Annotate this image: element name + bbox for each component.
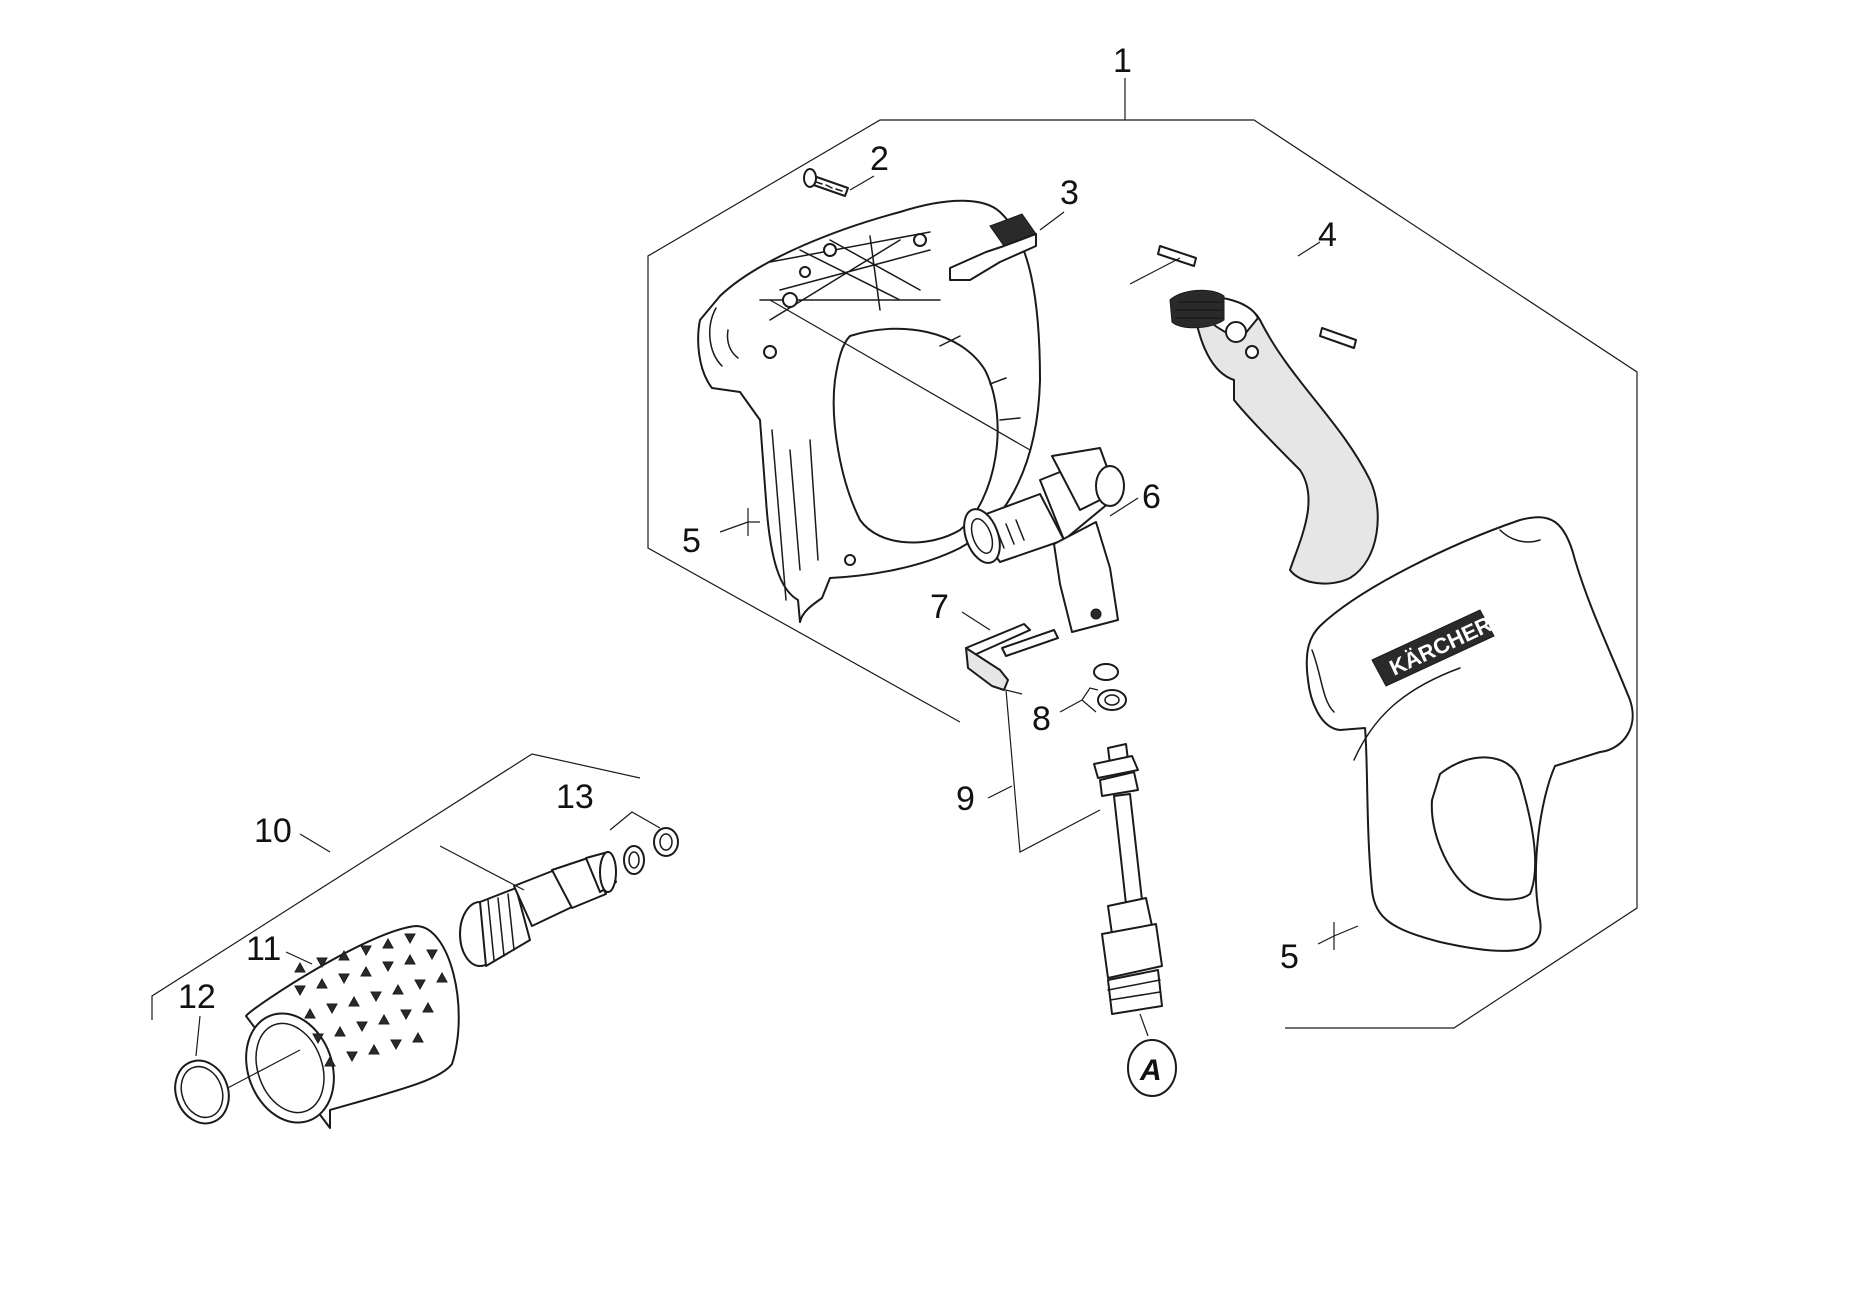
perforation-hole [294, 961, 306, 973]
connector-a-label: A [1139, 1054, 1162, 1087]
perforation-hole [390, 1039, 402, 1051]
perforation-hole [312, 1033, 324, 1045]
callout-8: 8 [1032, 700, 1051, 738]
part-perforated-sleeve [245, 925, 460, 1129]
perforation-hole [316, 977, 328, 989]
callout-6: 6 [1142, 478, 1161, 516]
bracket-13 [609, 811, 661, 831]
part-clip [965, 623, 1059, 691]
perforation-hole [382, 937, 394, 949]
part-nozzle-body [459, 851, 617, 967]
callout-5a: 5 [682, 522, 701, 560]
part-screw [803, 168, 849, 197]
leader-3 [1039, 211, 1065, 231]
callout-3: 3 [1060, 174, 1079, 212]
perforation-hole [436, 971, 448, 983]
perforation-hole [370, 991, 382, 1003]
perforation-hole [346, 1051, 358, 1063]
perforation-hole [356, 1021, 368, 1033]
part-housing-right-half: KÄRCHER [1305, 516, 1634, 952]
leader-10-body [439, 845, 525, 891]
perforation-hole [304, 1007, 316, 1019]
perforation-hole [294, 985, 306, 997]
callout-13: 13 [556, 778, 594, 816]
connector-a-badge [1127, 1039, 1177, 1097]
bracket-9 [1005, 689, 1101, 853]
perforation-hole [412, 1031, 424, 1043]
callout-11: 11 [246, 930, 281, 968]
part-trigger [1157, 245, 1379, 585]
perforation-hole [404, 933, 416, 945]
leader-4 [1297, 241, 1321, 257]
part-washers [623, 827, 679, 875]
leader-5b [1317, 935, 1335, 945]
perforation-hole [400, 1009, 412, 1021]
callout-9: 9 [956, 780, 975, 818]
part-valve-stem [1093, 743, 1163, 1015]
leader-5a [719, 521, 749, 533]
callout-4: 4 [1318, 216, 1337, 254]
leader-10 [299, 833, 331, 853]
leader-6 [1109, 497, 1139, 517]
part-o-ring [1093, 663, 1127, 711]
perforation-hole [392, 983, 404, 995]
perforation-hole [422, 1001, 434, 1013]
perforation-hole [316, 957, 328, 969]
callout-7: 7 [930, 588, 949, 626]
callout-12: 12 [178, 978, 216, 1016]
perforation-hole [368, 1043, 380, 1055]
leader-a [1139, 1013, 1149, 1037]
perforation-hole [360, 945, 372, 957]
callout-10: 10 [254, 812, 292, 850]
perforation-hole [382, 961, 394, 973]
leader-9 [987, 785, 1013, 799]
callout-1: 1 [1113, 42, 1132, 80]
perforation-hole [324, 1055, 336, 1067]
callout-5b: 5 [1280, 938, 1299, 976]
perforation-hole [326, 1003, 338, 1015]
perforation-hole [426, 949, 438, 961]
perforation-hole [378, 1013, 390, 1025]
leader-7 [961, 611, 991, 631]
perforation-hole [338, 949, 350, 961]
perforation-hole [414, 979, 426, 991]
part-housing-left-half [697, 199, 1041, 623]
perforation-hole [334, 1025, 346, 1037]
bracket-8 [1081, 687, 1099, 713]
assembly-boundary-1 [647, 119, 1638, 1029]
leader-12 [195, 1015, 201, 1057]
perforation-hole [360, 965, 372, 977]
leader-housing-link [769, 299, 1031, 451]
leader-11-inner [219, 1049, 301, 1093]
part-elbow-tube [963, 447, 1125, 633]
bracket-10 [151, 753, 641, 1020]
perforation-hole [404, 953, 416, 965]
perforation-hole [348, 995, 360, 1007]
bracket-5a [747, 508, 760, 536]
leader-2 [849, 175, 875, 191]
perforation-hole [338, 973, 350, 985]
part-latch [949, 213, 1037, 281]
leader-11 [285, 951, 313, 965]
part-snap-ring [174, 1059, 230, 1125]
bracket-4 [1129, 257, 1181, 285]
bracket-5b [1333, 922, 1359, 950]
callout-2: 2 [870, 140, 889, 178]
leader-8 [1059, 699, 1083, 713]
